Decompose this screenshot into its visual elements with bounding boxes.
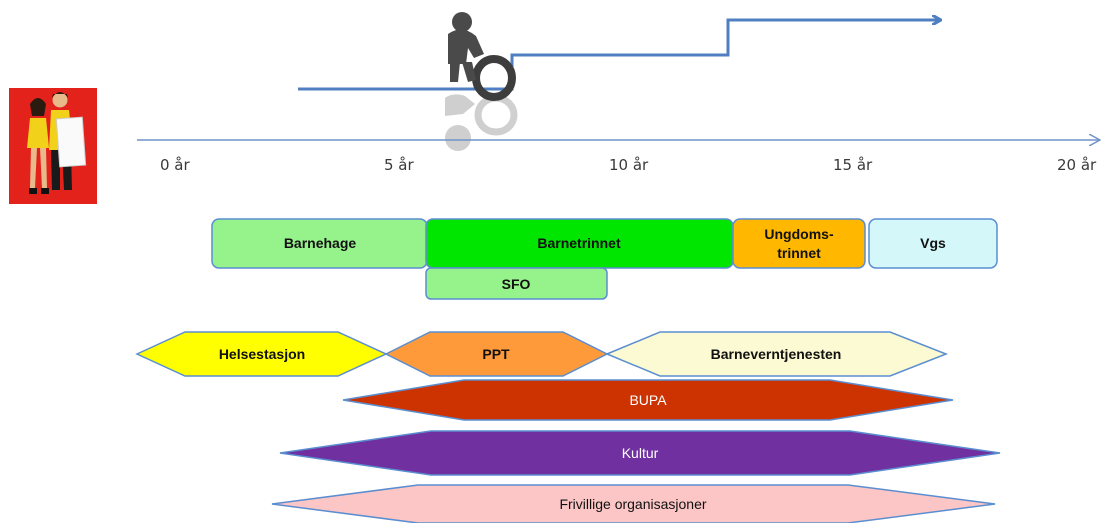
services: Helsestasjon PPT Barneverntjenesten BUPA… xyxy=(135,331,1001,523)
axis-tick-label-20: 20 år xyxy=(1057,156,1097,174)
stage-vgs: Vgs xyxy=(868,218,998,269)
service-ppt-label: PPT xyxy=(482,346,510,362)
service-helsestasjon: Helsestasjon xyxy=(135,331,388,377)
stage-barnehage-label: Barnehage xyxy=(284,235,357,251)
axis-tick-label-10: 10 år xyxy=(609,156,649,174)
service-frivillige-label: Frivillige organisasjoner xyxy=(559,496,706,512)
service-helsestasjon-label: Helsestasjon xyxy=(219,346,305,362)
service-barnevern-label: Barneverntjenesten xyxy=(711,346,842,362)
service-bupa: BUPA xyxy=(342,379,954,421)
service-kultur: Kultur xyxy=(279,430,1001,476)
stage-sfo: SFO xyxy=(425,267,608,300)
couple-poster-icon xyxy=(9,88,97,204)
service-frivillige: Frivillige organisasjoner xyxy=(271,484,996,523)
service-bupa-label: BUPA xyxy=(629,392,667,408)
stage-barnetrinnet-label: Barnetrinnet xyxy=(537,235,621,251)
service-ppt: PPT xyxy=(384,331,609,377)
axis-tick-label-0: 0 år xyxy=(160,156,191,174)
child-rolling-tire-icon xyxy=(445,12,518,151)
stage-barnehage: Barnehage xyxy=(211,218,428,269)
axis-tick-labels: 0 år 5 år 10 år 15 år 20 år xyxy=(160,156,1097,174)
service-kultur-label: Kultur xyxy=(622,445,659,461)
stage-ungdomstrinnet-label-line1: Ungdoms- xyxy=(764,226,834,242)
service-barnevern: Barneverntjenesten xyxy=(605,331,949,377)
axis-tick-label-15: 15 år xyxy=(833,156,873,174)
stage-vgs-label: Vgs xyxy=(920,235,946,251)
school-stages: Barnehage Barnetrinnet Ungdoms- trinnet … xyxy=(211,218,998,300)
stage-barnetrinnet: Barnetrinnet xyxy=(425,218,734,269)
stage-ungdomstrinnet-label-line2: trinnet xyxy=(777,245,821,261)
age-step-line xyxy=(298,20,940,91)
axis-tick-label-5: 5 år xyxy=(384,156,415,174)
stage-ungdomstrinnet: Ungdoms- trinnet xyxy=(732,218,866,269)
stage-sfo-label: SFO xyxy=(502,276,531,292)
